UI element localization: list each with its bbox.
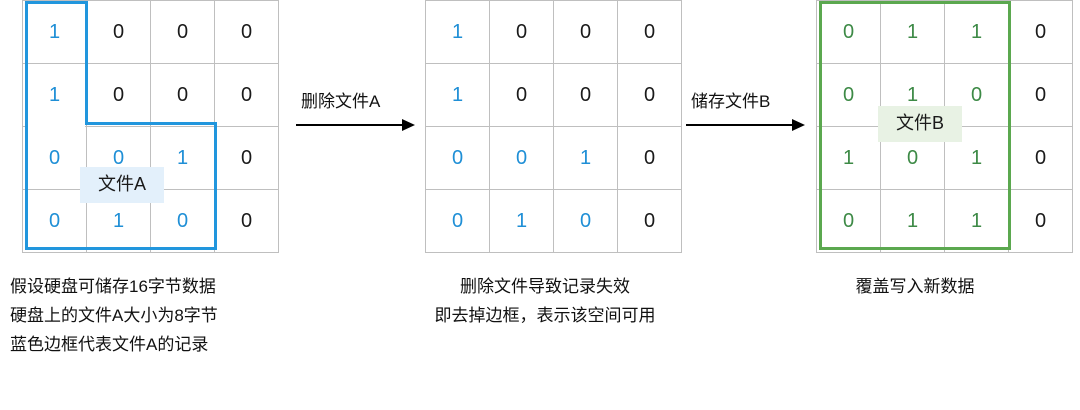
cell-r1c1: 1 [425,0,490,64]
cell-r3c2: 0 [489,126,554,190]
arrow-store-head-icon [792,119,805,131]
cell-r3c1: 0 [22,126,87,190]
cell-r4c4: 0 [617,189,682,253]
disk-grid-before-delete: 1 0 0 0 1 0 0 0 0 0 1 0 0 [22,0,279,253]
cell-r4c4: 0 [1008,189,1073,253]
caption-line-1: 删除文件导致记录失效 [460,277,630,296]
cell-r4c1: 0 [816,189,881,253]
cell-r1c4: 0 [214,0,279,64]
arrow-delete-line [296,124,404,126]
caption-line-1: 覆盖写入新数据 [855,277,975,296]
caption-line-2: 即去掉边框，表示该空间可用 [434,306,656,325]
cell-r3c4: 0 [214,126,279,190]
arrow-delete-head-icon [402,119,415,131]
cell-r2c3: 0 [150,63,215,127]
cell-r1c4: 0 [1008,0,1073,64]
panel-after-write: 0 1 1 0 0 1 0 0 1 0 1 0 0 [816,0,1073,253]
cell-r4c3: 1 [944,189,1009,253]
arrow-store-line [686,124,794,126]
cell-r4c3: 0 [553,189,618,253]
cell-r1c2: 0 [86,0,151,64]
cell-r2c4: 0 [1008,63,1073,127]
cell-r1c2: 1 [880,0,945,64]
disk-grid-after-write: 0 1 1 0 0 1 0 0 1 0 1 0 0 [816,0,1073,253]
cell-r3c4: 0 [1008,126,1073,190]
cell-r1c2: 0 [489,0,554,64]
arrow-delete-label: 删除文件A [301,92,381,111]
caption-after-write: 覆盖写入新数据 [810,272,1020,301]
cell-r2c2: 0 [489,63,554,127]
cell-r3c1: 0 [425,126,490,190]
file-a-tag: 文件A [80,167,165,203]
table-row: 0 1 0 0 [425,189,682,253]
file-b-tag: 文件B [878,106,963,142]
cell-r3c1: 1 [816,126,881,190]
cell-r4c1: 0 [22,189,87,253]
cell-r3c3: 1 [553,126,618,190]
cell-r3c4: 0 [617,126,682,190]
cell-r1c3: 1 [944,0,1009,64]
cell-r2c4: 0 [214,63,279,127]
cell-r2c1: 1 [425,63,490,127]
cell-r2c2: 0 [86,63,151,127]
table-row: 1 0 0 0 [425,63,682,127]
cell-r4c1: 0 [425,189,490,253]
cell-r2c3: 0 [553,63,618,127]
panel-before-delete: 1 0 0 0 1 0 0 0 0 0 1 0 0 [22,0,279,253]
disk-grid-after-delete: 1 0 0 0 1 0 0 0 0 0 1 0 0 [425,0,682,253]
table-row: 0 0 1 0 [425,126,682,190]
cell-r2c4: 0 [617,63,682,127]
cell-r4c4: 0 [214,189,279,253]
caption-before-delete: 假设硬盘可储存16字节数据 硬盘上的文件A大小为8字节 蓝色边框代表文件A的记录 [10,272,218,359]
cell-r1c4: 0 [617,0,682,64]
caption-line-2: 硬盘上的文件A大小为8字节 [10,306,218,325]
caption-line-1: 假设硬盘可储存16字节数据 [10,277,216,296]
cell-r1c3: 0 [150,0,215,64]
cell-r1c1: 0 [816,0,881,64]
cell-r2c1: 0 [816,63,881,127]
cell-r1c1: 1 [22,0,87,64]
caption-line-3: 蓝色边框代表文件A的记录 [10,335,209,354]
panel-after-delete: 1 0 0 0 1 0 0 0 0 0 1 0 0 [425,0,682,253]
table-row: 1 0 1 0 [816,126,1073,190]
cell-r4c2: 1 [880,189,945,253]
cell-r1c3: 0 [553,0,618,64]
cell-r2c1: 1 [22,63,87,127]
table-row: 0 1 1 0 [816,189,1073,253]
cell-r4c2: 1 [489,189,554,253]
table-row: 0 1 1 0 [816,0,1073,64]
table-row: 1 0 0 0 [425,0,682,64]
table-row: 1 0 0 0 [22,0,279,64]
arrow-store-label: 储存文件B [691,92,771,111]
table-row: 1 0 0 0 [22,63,279,127]
caption-after-delete: 删除文件导致记录失效 即去掉边框，表示该空间可用 [390,272,700,330]
